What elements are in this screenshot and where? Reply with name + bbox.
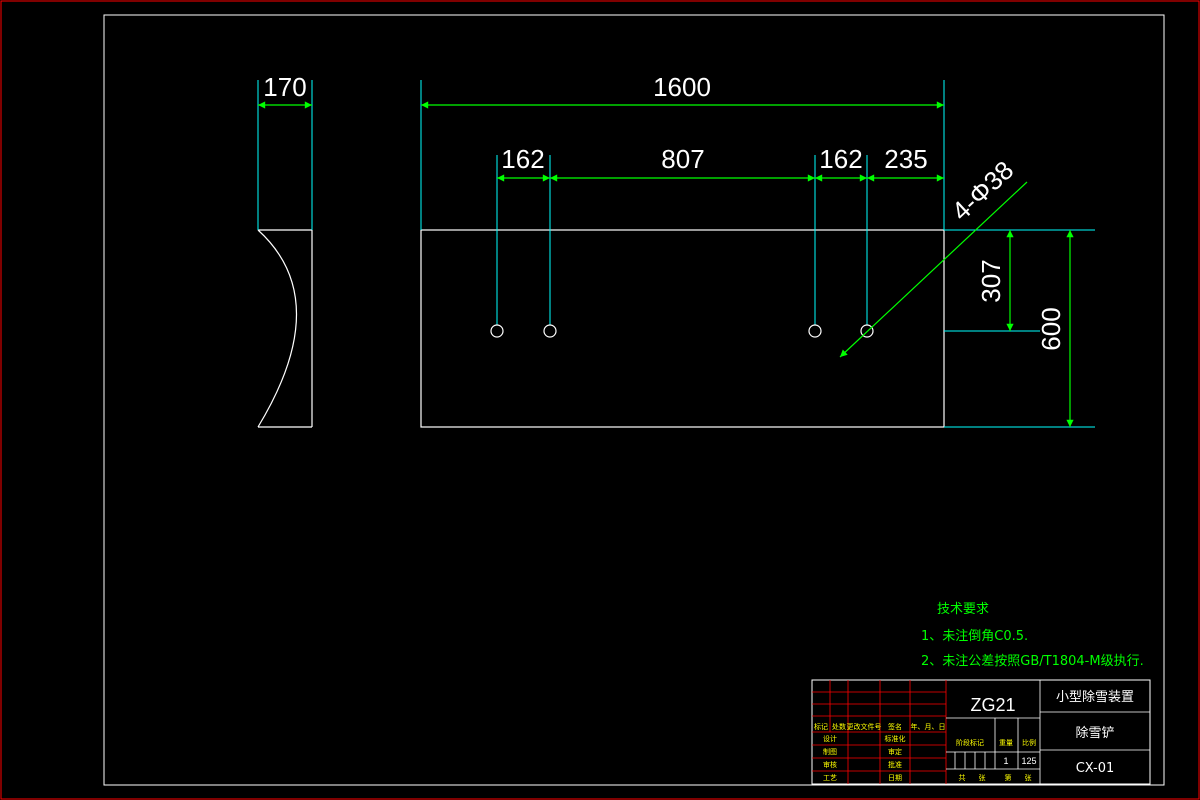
hole-3 (808, 324, 822, 338)
side-view (257, 229, 313, 428)
sheet-no-prefix: 第 (1005, 773, 1012, 782)
rev-header-sign: 签名 (888, 722, 902, 731)
hole-2 (543, 324, 557, 338)
role-design: 设计 (823, 734, 837, 743)
rev-header-mark: 标记 (814, 722, 828, 731)
rev-header-doc: 更改文件号 (847, 722, 882, 731)
tech-req-title: 技术要求 (937, 602, 989, 617)
front-view-extension-lines (420, 80, 1095, 428)
side-view-extension-lines (257, 80, 313, 230)
hole-group (490, 324, 874, 338)
sheet-total-suffix: 张 (979, 773, 986, 782)
scale-label: 比例 (1022, 738, 1036, 747)
dim-hole-offset-left: 162 (501, 144, 544, 174)
role-check: 审核 (823, 760, 837, 769)
part-name: 除雪铲 (1075, 726, 1114, 741)
title-block: 标记 处数 更改文件号 签名 年、月、日 设计 制图 审核 工艺 标准化 审定 … (811, 679, 1151, 785)
hole-4 (860, 324, 874, 338)
scale: 125 (1021, 756, 1036, 766)
role-process: 工艺 (823, 774, 837, 782)
weight-label: 重量 (999, 739, 1013, 747)
front-view-outline (420, 229, 945, 428)
hole-callout: 4-Φ38 (946, 155, 1020, 227)
role-approve: 批准 (888, 760, 902, 769)
dim-hole-offset-right: 162 (819, 144, 862, 174)
product-name: 小型除雪装置 (1056, 690, 1134, 705)
rev-header-date: 年、月、日 (911, 722, 946, 731)
role-draw: 制图 (823, 747, 837, 756)
sheet-no-suffix: 张 (1025, 773, 1032, 782)
hole-1 (490, 324, 504, 338)
role-standard: 标准化 (885, 734, 906, 743)
tech-req-item-1: 1、未注倒角C0.5. (921, 629, 1028, 644)
tech-req-item-2: 2、未注公差按照GB/T1804-M级执行. (921, 654, 1144, 669)
dim-hole-to-edge: 235 (884, 144, 927, 174)
stage-label: 阶段标记 (956, 738, 984, 747)
quantity: 1 (1003, 756, 1008, 766)
role-date: 日期 (888, 774, 902, 782)
hole-callout-leader (839, 181, 1028, 358)
dim-overall-length: 1600 (653, 72, 711, 102)
drawing-number: CX-01 (1076, 761, 1115, 776)
drawing-frame (103, 14, 1165, 786)
dim-hole-height: 307 (976, 259, 1006, 302)
dim-side-width: 170 (263, 72, 306, 102)
sheet-total-prefix: 共 (959, 773, 966, 782)
dim-hole-span: 807 (661, 144, 704, 174)
rev-header-count: 处数 (832, 722, 846, 731)
material: ZG21 (970, 695, 1015, 715)
dim-overall-height: 600 (1036, 307, 1066, 350)
role-review: 审定 (888, 747, 902, 756)
